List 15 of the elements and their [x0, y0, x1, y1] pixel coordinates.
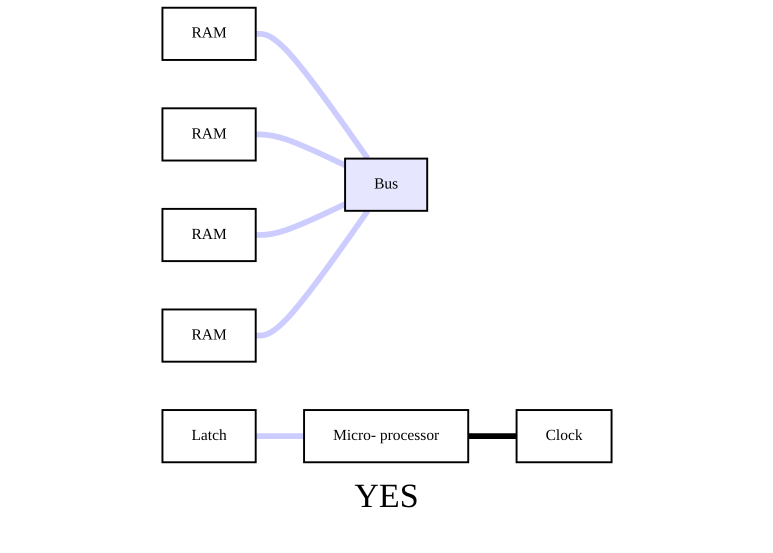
node-box: RAM [160, 107, 256, 162]
node-box: RAM [160, 208, 256, 262]
node-box: Micro- processor [302, 409, 469, 464]
connector [255, 202, 346, 238]
node-box: Clock [515, 409, 612, 464]
node-box: RAM [160, 6, 256, 61]
connector [255, 30, 370, 160]
connector [468, 433, 516, 440]
node-box: RAM [160, 308, 256, 363]
connector [255, 433, 304, 440]
caption-text: YES [354, 478, 419, 516]
connector [255, 132, 346, 168]
node-box: Latch [160, 409, 256, 464]
node-box: Bus [344, 158, 428, 212]
connector [255, 209, 370, 338]
